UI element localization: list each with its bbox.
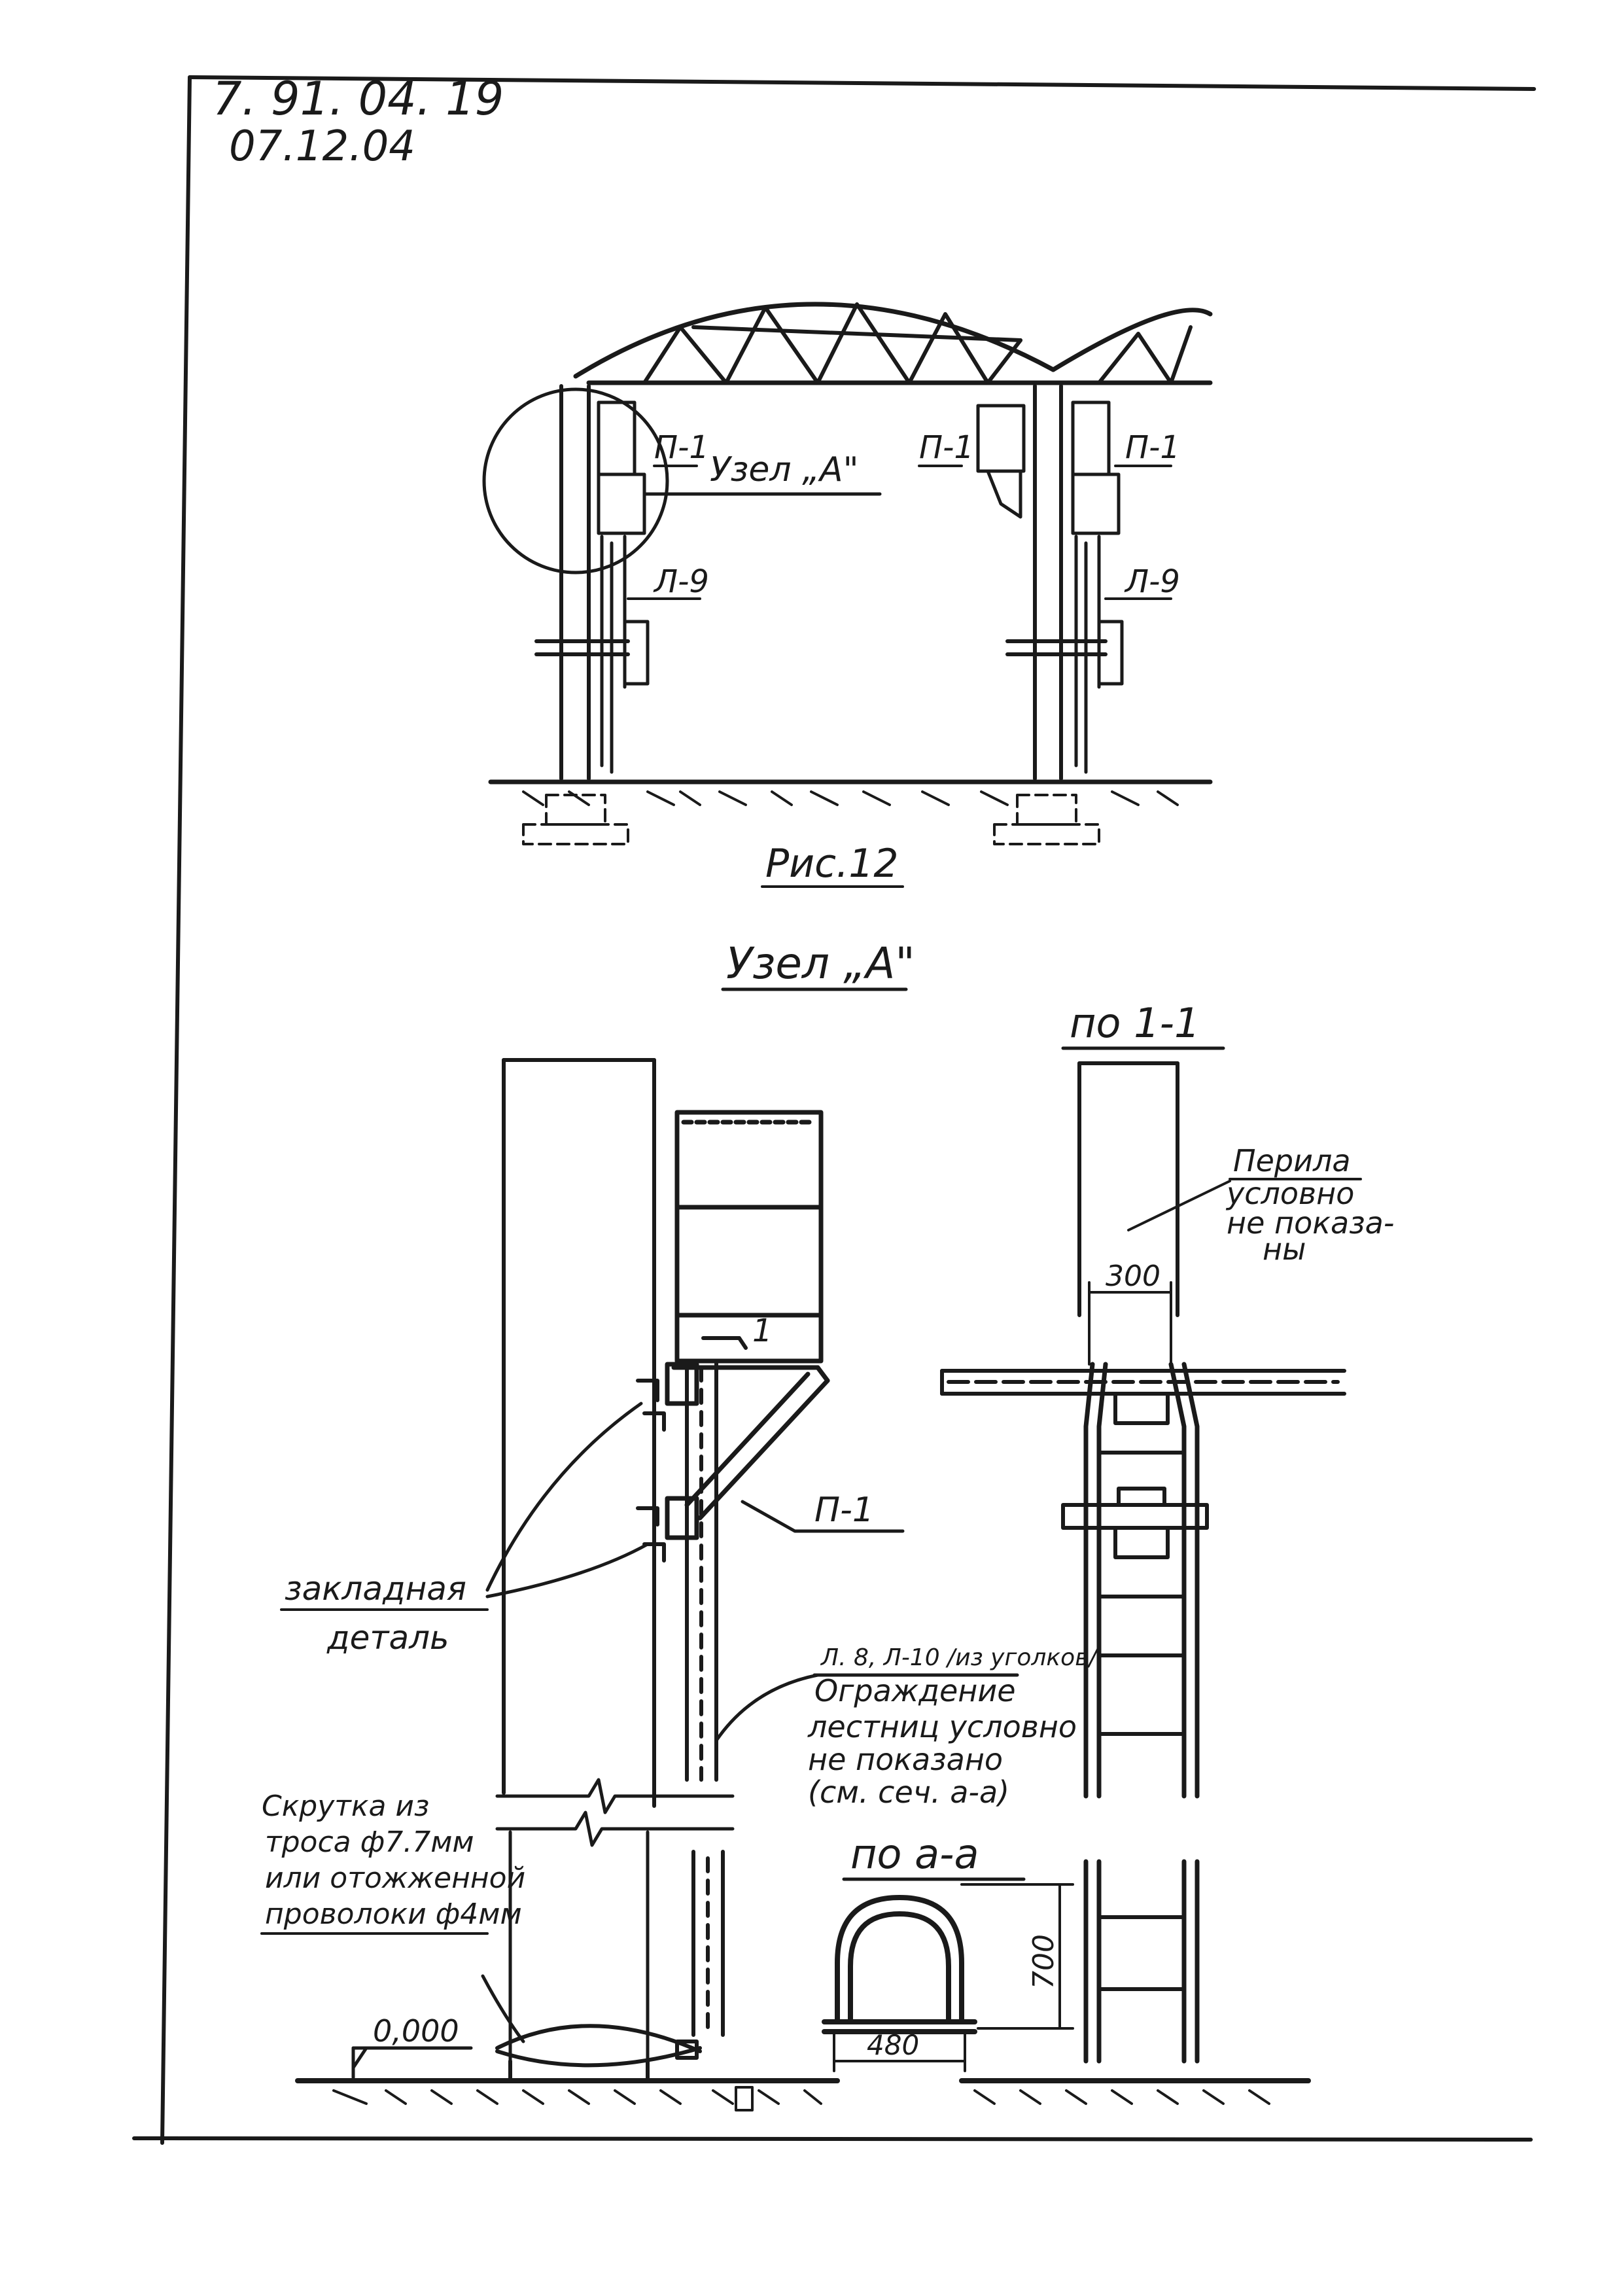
node-a-title: Узел „А"	[726, 938, 915, 989]
ground-hatch-fig12	[522, 790, 1179, 806]
section-1-1-title: по 1-1	[1070, 999, 1200, 1047]
break-line	[495, 1778, 735, 2063]
p1-label: П-1	[814, 1491, 874, 1530]
ladder-brackets	[1061, 1392, 1209, 1559]
figure-12: Узел „А" П-1 Л-9 П-1 П-1 Л-9	[482, 302, 1213, 888]
cage-hoop	[822, 1895, 977, 2034]
twist-note-2: троса ф7.7мм	[265, 1826, 474, 1859]
ladder-left	[597, 400, 650, 774]
section-a-a-title: по а-а	[850, 1830, 979, 1878]
label-l9-right: Л-9	[1124, 563, 1180, 600]
elevation-label: 0,000	[373, 2013, 459, 2049]
fence-note-3: не показано	[808, 1742, 1003, 1777]
document-code: 7. 91. 04. 19	[213, 72, 504, 126]
document-date: 07.12.04	[229, 122, 415, 171]
ground-hatch-node-a	[332, 2086, 822, 2111]
fence-note-2: лестниц условно	[807, 1709, 1077, 1744]
bracket-p1	[665, 1362, 830, 1540]
platform-slab	[940, 1369, 1346, 1396]
embedded-parts	[636, 1379, 666, 1563]
twist-cable	[495, 2024, 702, 2068]
railing-leader	[1127, 1180, 1231, 1231]
ladder-ref-label: Л. 8, Л-10 /из уголков/	[820, 1644, 1099, 1671]
label-p1-right: П-1	[1125, 429, 1180, 466]
ladder-rungs	[1097, 1451, 1186, 1991]
ladder-rails	[685, 1359, 725, 2037]
ground-hatch-section	[973, 2089, 1270, 2105]
railing-note-1: Перила	[1233, 1143, 1351, 1178]
label-p1-left: П-1	[654, 429, 709, 466]
dimension-300	[1088, 1281, 1172, 1366]
column-right	[1005, 384, 1108, 781]
node-a-elevation: 1	[260, 1058, 1099, 2111]
dimension-700-label: 700	[1027, 1934, 1060, 1989]
railing-note-2: условно	[1225, 1176, 1354, 1211]
truss-web	[642, 302, 1193, 385]
section-mark-1	[701, 1336, 748, 1350]
dimension-300-label: 300	[1106, 1260, 1161, 1293]
leaders-node-a	[481, 1402, 1019, 2043]
drawing-frame	[132, 75, 1536, 2145]
twist-note-1: Скрутка из	[262, 1790, 429, 1823]
node-a-circle	[482, 387, 669, 574]
fence-note-1: Ограждение	[814, 1673, 1016, 1708]
railing-note-3: не показа-	[1227, 1205, 1394, 1241]
fence-note-4: (см. сеч. а-а)	[808, 1775, 1009, 1810]
foundation-right	[993, 794, 1100, 845]
figure-12-caption: Рис.12	[765, 841, 899, 887]
embedded-part-label-1: закладная	[285, 1570, 466, 1608]
label-p1-mid: П-1	[919, 429, 974, 466]
twist-note-3: или отожженной	[265, 1862, 525, 1895]
column-section	[1077, 1061, 1179, 1317]
dimension-480-label: 480	[867, 2029, 919, 2061]
elevation-mark	[351, 2046, 473, 2079]
section-mark-1-label: 1	[752, 1313, 773, 1349]
column-left	[534, 384, 630, 781]
ladder-right	[976, 400, 1124, 774]
section-1-1: по 1-1 Перила условно не показа- ны 300	[940, 999, 1394, 2105]
concrete-column	[502, 1058, 656, 2083]
platform-box	[674, 1110, 824, 1364]
embedded-part-label-2: деталь	[326, 1619, 449, 1657]
twist-note-4: проволоки ф4мм	[265, 1898, 522, 1931]
dimension-700	[960, 1883, 1074, 2030]
node-a-callout: Узел „А"	[710, 450, 859, 489]
railing-note-4: ны	[1263, 1231, 1306, 1267]
dimension-480	[833, 2030, 966, 2072]
section-a-a: по а-а 700 480	[822, 1830, 1074, 2072]
label-l9-left: Л-9	[653, 563, 709, 600]
ladder-front	[1083, 1362, 1200, 2064]
foundation-left	[522, 794, 629, 845]
